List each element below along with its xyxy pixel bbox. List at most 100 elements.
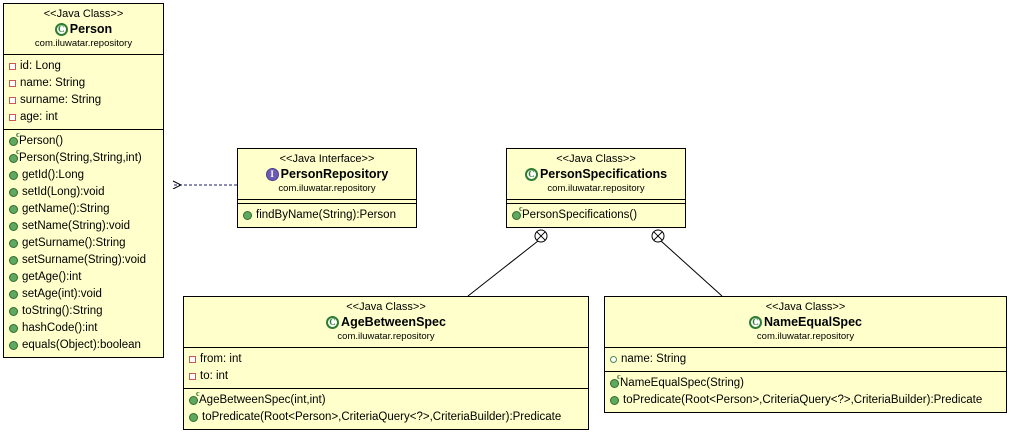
constructor-icon [9, 148, 20, 163]
java-class-icon [326, 316, 340, 329]
method-row[interactable]: getName():String [4, 201, 163, 218]
private-field-icon [9, 80, 16, 87]
method-label: Person(String,String,int) [19, 152, 142, 164]
private-field-icon [189, 373, 196, 380]
java-class-icon [524, 168, 538, 181]
method-row[interactable]: Person() [4, 131, 163, 150]
method-icon [9, 290, 18, 299]
containment-person-specifications-to-name-equal-spec [651, 229, 723, 297]
class-box-person-specifications[interactable]: <<Java Class>> PersonSpecifications com.… [506, 148, 686, 228]
method-row[interactable]: AgeBetweenSpec(int,int) [184, 390, 588, 409]
package-label: com.iluwatar.repository [756, 331, 855, 342]
containment-person-specifications-to-age-between-spec [467, 229, 548, 297]
method-label: toPredicate(Root<Person>,CriteriaQuery<?… [202, 411, 562, 423]
field-row[interactable]: from: int [184, 351, 588, 368]
method-icon [9, 341, 18, 350]
class-header-person: <<Java Class>> Person com.iluwatar.repos… [4, 4, 163, 55]
java-interface-icon [265, 168, 279, 181]
method-icon [9, 273, 18, 282]
method-label: setSurname(String):void [22, 254, 146, 266]
method-label: AgeBetweenSpec(int,int) [199, 394, 326, 406]
method-label: setId(Long):void [22, 186, 105, 198]
method-label: getSurname():String [22, 237, 126, 249]
class-title-row: PersonSpecifications [511, 167, 681, 182]
method-row[interactable]: toPredicate(Root<Person>,CriteriaQuery<?… [184, 409, 588, 426]
fields-section-age-between-spec: from: int to: int [184, 348, 588, 388]
method-row[interactable]: NameEqualSpec(String) [605, 373, 1006, 392]
class-title-row: PersonRepository [242, 167, 412, 182]
method-row[interactable]: PersonSpecifications() [507, 205, 685, 224]
method-icon [243, 211, 252, 220]
method-row[interactable]: setId(Long):void [4, 184, 163, 201]
method-label: getId():Long [22, 169, 85, 181]
method-label: setName(String):void [22, 220, 131, 232]
method-icon [189, 413, 198, 422]
method-label: setAge(int):void [22, 288, 102, 300]
stereotype-label: <<Java Class>> [765, 301, 846, 313]
field-row[interactable]: id: Long [4, 58, 163, 75]
method-icon [9, 171, 18, 180]
method-label: toString():String [22, 305, 103, 317]
class-box-name-equal-spec[interactable]: <<Java Class>> NameEqualSpec com.iluwata… [604, 296, 1007, 413]
method-icon [9, 222, 18, 231]
class-box-person-repository[interactable]: <<Java Interface>> PersonRepository com.… [237, 148, 417, 228]
method-icon [9, 205, 18, 214]
method-icon [9, 307, 18, 316]
method-row[interactable]: getAge():int [4, 269, 163, 286]
package-label: com.iluwatar.repository [337, 331, 435, 342]
field-label: from: int [200, 353, 242, 365]
field-label: to: int [200, 370, 229, 382]
method-row[interactable]: hashCode():int [4, 320, 163, 337]
method-row[interactable]: getId():Long [4, 167, 163, 184]
package-label: com.iluwatar.repository [547, 183, 645, 194]
method-row[interactable]: findByName(String):Person [238, 207, 416, 224]
field-label: age: int [20, 111, 58, 123]
class-box-person[interactable]: <<Java Class>> Person com.iluwatar.repos… [3, 3, 164, 358]
class-header-name-equal-spec: <<Java Class>> NameEqualSpec com.iluwata… [605, 297, 1006, 348]
method-label: Person() [19, 135, 64, 147]
class-name-label: PersonSpecifications [539, 167, 668, 181]
field-row[interactable]: age: int [4, 109, 163, 126]
method-row[interactable]: getSurname():String [4, 235, 163, 252]
class-header-person-repository: <<Java Interface>> PersonRepository com.… [238, 149, 416, 200]
package-field-icon [610, 356, 617, 363]
constructor-icon [189, 390, 200, 405]
methods-section-person: Person() Person(String,String,int) getId… [4, 129, 163, 357]
stereotype-label: <<Java Class>> [43, 8, 124, 20]
stereotype-label: <<Java Interface>> [279, 153, 375, 165]
methods-section-name-equal-spec: NameEqualSpec(String) toPredicate(Root<P… [605, 371, 1006, 412]
class-title-row: NameEqualSpec [609, 315, 1002, 330]
method-icon [610, 396, 619, 405]
method-label: getName():String [22, 203, 110, 215]
java-class-icon [54, 23, 68, 36]
method-row[interactable]: setAge(int):void [4, 286, 163, 303]
field-row[interactable]: surname: String [4, 92, 163, 109]
method-label: hashCode():int [22, 322, 98, 334]
field-row[interactable]: to: int [184, 368, 588, 385]
method-row[interactable]: setSurname(String):void [4, 252, 163, 269]
field-label: id: Long [20, 60, 61, 72]
method-row[interactable]: Person(String,String,int) [4, 148, 163, 167]
field-row[interactable]: name: String [605, 351, 1006, 368]
method-row[interactable]: setName(String):void [4, 218, 163, 235]
method-icon [9, 324, 18, 333]
fields-section-name-equal-spec: name: String [605, 348, 1006, 371]
class-box-age-between-spec[interactable]: <<Java Class>> AgeBetweenSpec com.iluwat… [183, 296, 589, 430]
method-row[interactable]: toPredicate(Root<Person>,CriteriaQuery<?… [605, 392, 1006, 409]
constructor-icon [9, 131, 20, 146]
class-name-label: Person [69, 22, 113, 36]
methods-section-age-between-spec: AgeBetweenSpec(int,int) toPredicate(Root… [184, 388, 588, 429]
private-field-icon [9, 63, 16, 70]
private-field-icon [189, 356, 196, 363]
constructor-icon [610, 373, 621, 388]
method-label: toPredicate(Root<Person>,CriteriaQuery<?… [623, 394, 983, 406]
class-title-row: Person [8, 22, 159, 37]
methods-section-person-repository: findByName(String):Person [238, 203, 416, 227]
method-row[interactable]: equals(Object):boolean [4, 337, 163, 354]
field-row[interactable]: name: String [4, 75, 163, 92]
method-row[interactable]: toString():String [4, 303, 163, 320]
method-label: equals(Object):boolean [22, 339, 141, 351]
field-label: surname: String [20, 94, 102, 106]
method-icon [9, 188, 18, 197]
